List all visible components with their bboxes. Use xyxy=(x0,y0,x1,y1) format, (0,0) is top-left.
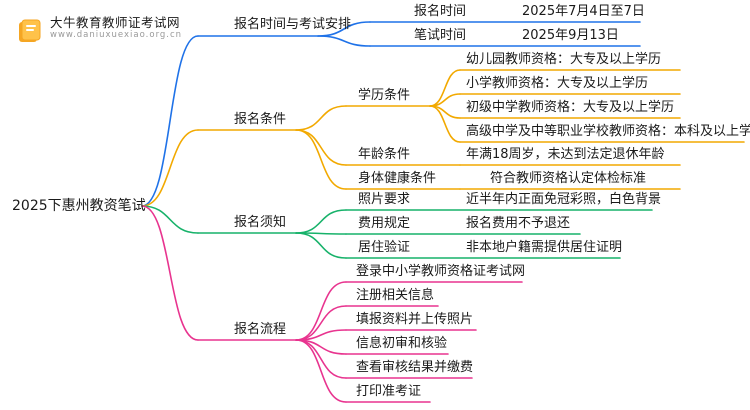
branch-notice: 报名须知 xyxy=(234,215,287,230)
brand-name: 大牛教育教师证考试网 xyxy=(50,15,181,30)
step-register: 注册相关信息 xyxy=(356,288,435,303)
link-root-notice xyxy=(141,205,199,234)
leaf-education-primary: 小学教师资格：大专及以上学历 xyxy=(466,76,649,91)
node-education: 学历条件 xyxy=(358,88,411,103)
link-root-conditions xyxy=(141,129,199,207)
leaf-age: 年满18周岁，未达到法定退休年龄 xyxy=(466,147,665,162)
node-exam-time-label: 笔试时间 xyxy=(414,28,467,43)
step-print-ticket: 打印准考证 xyxy=(356,384,422,399)
node-fee-label: 费用规定 xyxy=(358,216,411,231)
node-photo-label: 照片要求 xyxy=(358,192,411,207)
branch-conditions: 报名条件 xyxy=(234,112,287,127)
link-root-schedule xyxy=(141,35,199,207)
step-review: 信息初审和核验 xyxy=(356,336,448,351)
node-residence-label: 居住验证 xyxy=(358,240,411,255)
step-login: 登录中小学教师资格证考试网 xyxy=(356,264,526,279)
book-logo-icon xyxy=(19,19,41,42)
leaf-education-senior: 高级中学及中等职业学校教师资格：本科及以上学历 xyxy=(466,124,750,139)
leaf-education-junior: 初级中学教师资格：大专及以上学历 xyxy=(466,100,675,115)
node-residence-value: 非本地户籍需提供居住证明 xyxy=(466,240,623,255)
step-pay: 查看审核结果并缴费 xyxy=(356,360,474,375)
node-fee-value: 报名费用不予退还 xyxy=(466,216,571,231)
branch-schedule: 报名时间与考试安排 xyxy=(234,17,352,32)
node-photo-value: 近半年内正面免冠彩照，白色背景 xyxy=(466,192,662,207)
node-signup-time-value: 2025年7月4日至7日 xyxy=(522,4,645,19)
node-age: 年龄条件 xyxy=(358,147,411,162)
node-exam-time-value: 2025年9月13日 xyxy=(522,28,619,43)
node-signup-time-label: 报名时间 xyxy=(414,4,467,19)
leaf-education-kindergarten: 幼儿园教师资格：大专及以上学历 xyxy=(466,52,662,67)
brand-url: www.daniuxuexiao.org.cn xyxy=(50,30,183,40)
mindmap-root: 2025下惠州教资笔试 xyxy=(12,198,146,214)
node-health: 身体健康条件 xyxy=(358,171,437,186)
link-root-process xyxy=(141,205,199,341)
step-fill-info: 填报资料并上传照片 xyxy=(356,312,474,327)
leaf-health: 符合教师资格认定体检标准 xyxy=(490,171,647,186)
branch-process: 报名流程 xyxy=(234,322,287,337)
